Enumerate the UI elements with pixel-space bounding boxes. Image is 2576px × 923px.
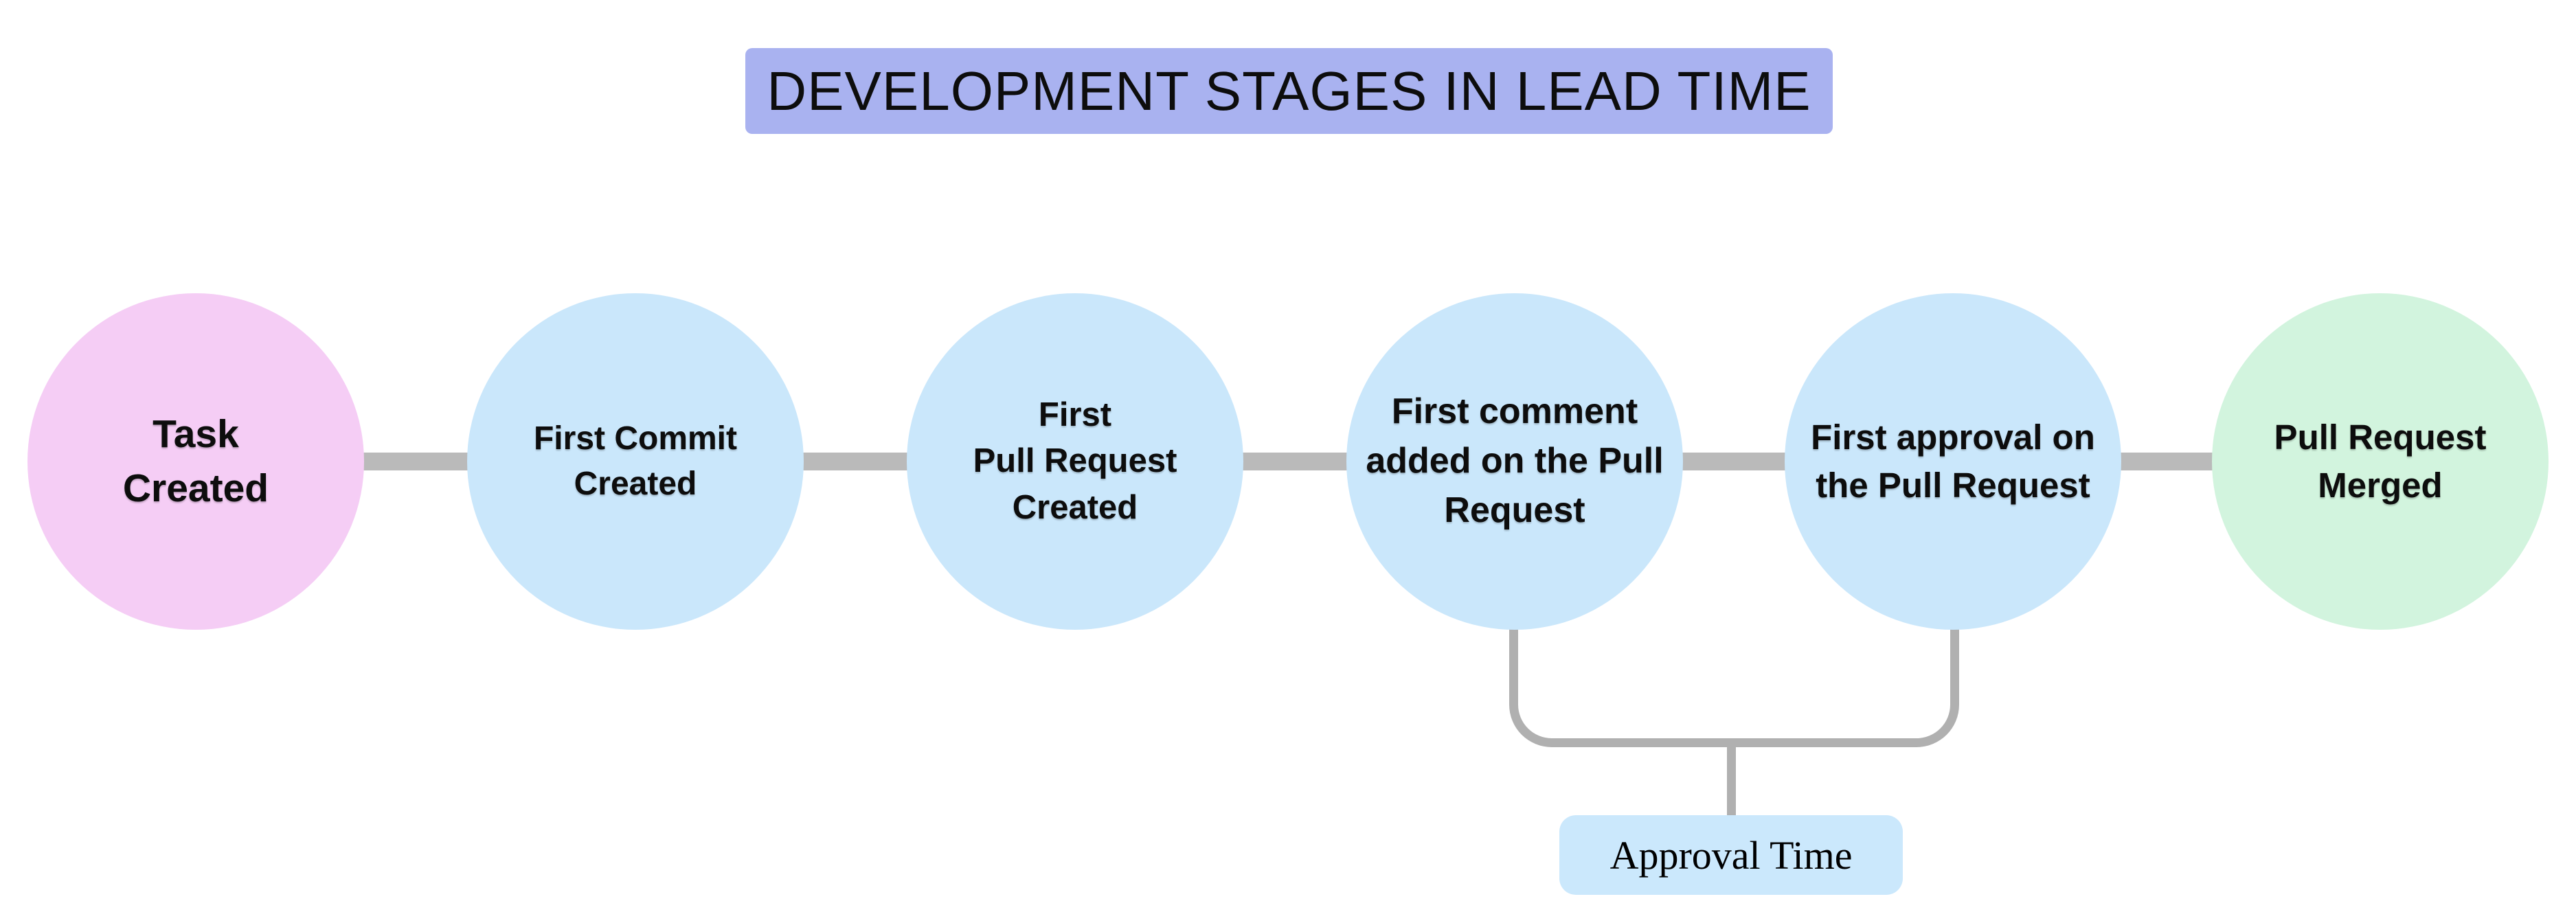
stage-circle-first-approval: First approval on the Pull Request <box>1785 293 2121 630</box>
stage-circle-first-comment-added: First comment added on the Pull Request <box>1346 293 1683 630</box>
approval-time-bracket <box>1509 626 1959 747</box>
stage-circle-first-pull-request-created: First Pull Request Created <box>907 293 1243 630</box>
stage-label: First Pull Request Created <box>973 396 1177 526</box>
stage-label: First comment added on the Pull Request <box>1366 391 1664 530</box>
stage-label: First Commit Created <box>533 420 737 502</box>
approval-time-label: Approval Time <box>1559 815 1903 895</box>
stage-label: Pull Request Merged <box>2274 417 2487 505</box>
stage-label: Task Created <box>122 412 269 510</box>
stage-label: First approval on the Pull Request <box>1811 417 2095 505</box>
stage-circle-first-commit-created: First Commit Created <box>467 293 804 630</box>
stage-circle-pull-request-merged: Pull Request Merged <box>2212 293 2549 630</box>
approval-time-bracket-stem <box>1727 745 1736 815</box>
diagram-title: DEVELOPMENT STAGES IN LEAD TIME <box>745 48 1833 134</box>
stage-circle-task-created: Task Created <box>27 293 364 630</box>
